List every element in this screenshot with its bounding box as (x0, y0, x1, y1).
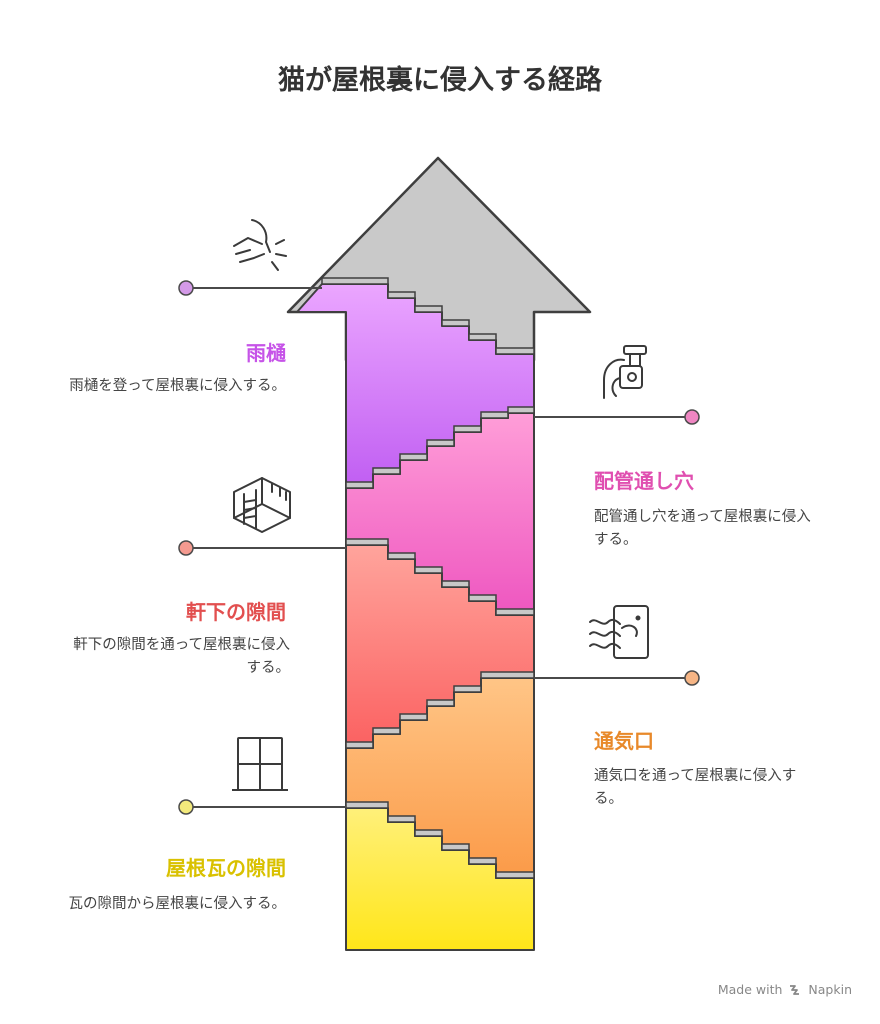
pipe-hole-icon (603, 345, 647, 399)
footer-brand: Napkin (808, 982, 852, 997)
connector-roof-tile-gap (178, 799, 346, 815)
napkin-logo-icon (790, 984, 800, 995)
step-desc-rain-gutter: 雨樋を登って屋根裏に侵入する。 (69, 378, 286, 394)
step-title-roof-tile-gap: 屋根瓦の隙間 (166, 856, 286, 880)
connector-pipe-hole (534, 409, 700, 425)
window-icon (232, 737, 288, 791)
step-desc-eaves-gap: 軒下の隙間を通って屋根裏に侵入する。 (73, 637, 290, 676)
connector-rain-gutter (178, 280, 322, 296)
step-desc-roof-tile-gap: 瓦の隙間から屋根裏に侵入する。 (68, 896, 287, 912)
step-title-eaves-gap: 軒下の隙間 (186, 600, 286, 624)
step-title-pipe-hole: 配管通し穴 (594, 469, 694, 493)
connector-eaves-gap (178, 540, 346, 556)
stair-treads (321, 277, 535, 879)
connector-vent (534, 670, 700, 686)
step-title-rain-gutter: 雨樋 (246, 341, 286, 365)
vent-icon (589, 605, 649, 659)
step-desc-vent: 通気口を通って屋根裏に侵入する。 (594, 768, 797, 807)
step-desc-pipe-hole: 配管通し穴を通って屋根裏に侵入する。 (594, 509, 811, 548)
page-title: 猫が屋根裏に侵入する経路 (278, 65, 602, 96)
step-title-vent: 通気口 (594, 729, 654, 753)
ladder-box-icon (233, 477, 291, 533)
footer-credit: Made with Napkin (718, 982, 852, 997)
footer-prefix: Made with (717, 982, 783, 997)
pointing-hand-icon (233, 219, 287, 271)
